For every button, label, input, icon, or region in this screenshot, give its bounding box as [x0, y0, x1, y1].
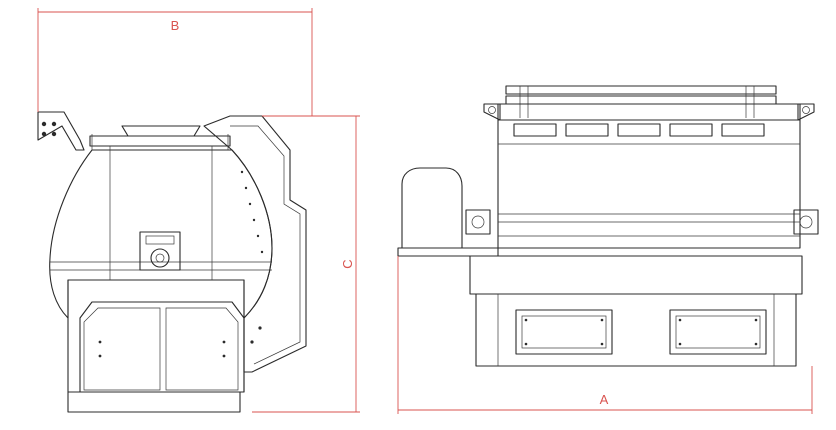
- front-motor-platform: [397, 247, 499, 257]
- side-outlet-door-right: [165, 307, 239, 391]
- dimension-c: C: [252, 115, 360, 413]
- side-guard: [203, 115, 307, 373]
- dimension-b-label: B: [171, 18, 180, 33]
- front-outlet-door-left: [515, 309, 613, 355]
- side-shaft-circle: [150, 248, 170, 268]
- side-drum: [49, 149, 273, 319]
- side-inlet: [121, 125, 201, 137]
- front-cover-2: [565, 123, 609, 137]
- front-cover-3: [617, 123, 661, 137]
- dimension-a-label: A: [600, 392, 609, 407]
- front-lift-eye-right: [797, 103, 815, 121]
- side-lifting-bracket: [37, 111, 85, 151]
- side-outlet-door-left: [83, 307, 161, 391]
- front-motor-housing: [401, 167, 463, 249]
- dimension-c-label: C: [340, 259, 355, 268]
- side-lower-body: [67, 279, 245, 393]
- front-cover-4: [669, 123, 713, 137]
- front-cover-5: [721, 123, 765, 137]
- front-outlet-door-right: [669, 309, 767, 355]
- front-top-plate: [497, 103, 801, 121]
- dimension-a: A: [397, 256, 813, 414]
- front-bearing-right: [793, 209, 819, 235]
- front-tank-body: [497, 119, 801, 249]
- side-base: [67, 391, 241, 413]
- front-bearing-left: [465, 209, 491, 235]
- side-drive-unit: [139, 231, 181, 271]
- front-lower-frame: [469, 255, 803, 295]
- side-view: [37, 111, 307, 413]
- front-view: [397, 85, 819, 367]
- dimension-b: B: [37, 8, 313, 116]
- side-outlet-frame: [79, 301, 245, 393]
- front-top-rail: [505, 85, 777, 95]
- front-cover-1: [513, 123, 557, 137]
- front-base-frame: [475, 293, 797, 367]
- side-top-plate: [89, 135, 231, 147]
